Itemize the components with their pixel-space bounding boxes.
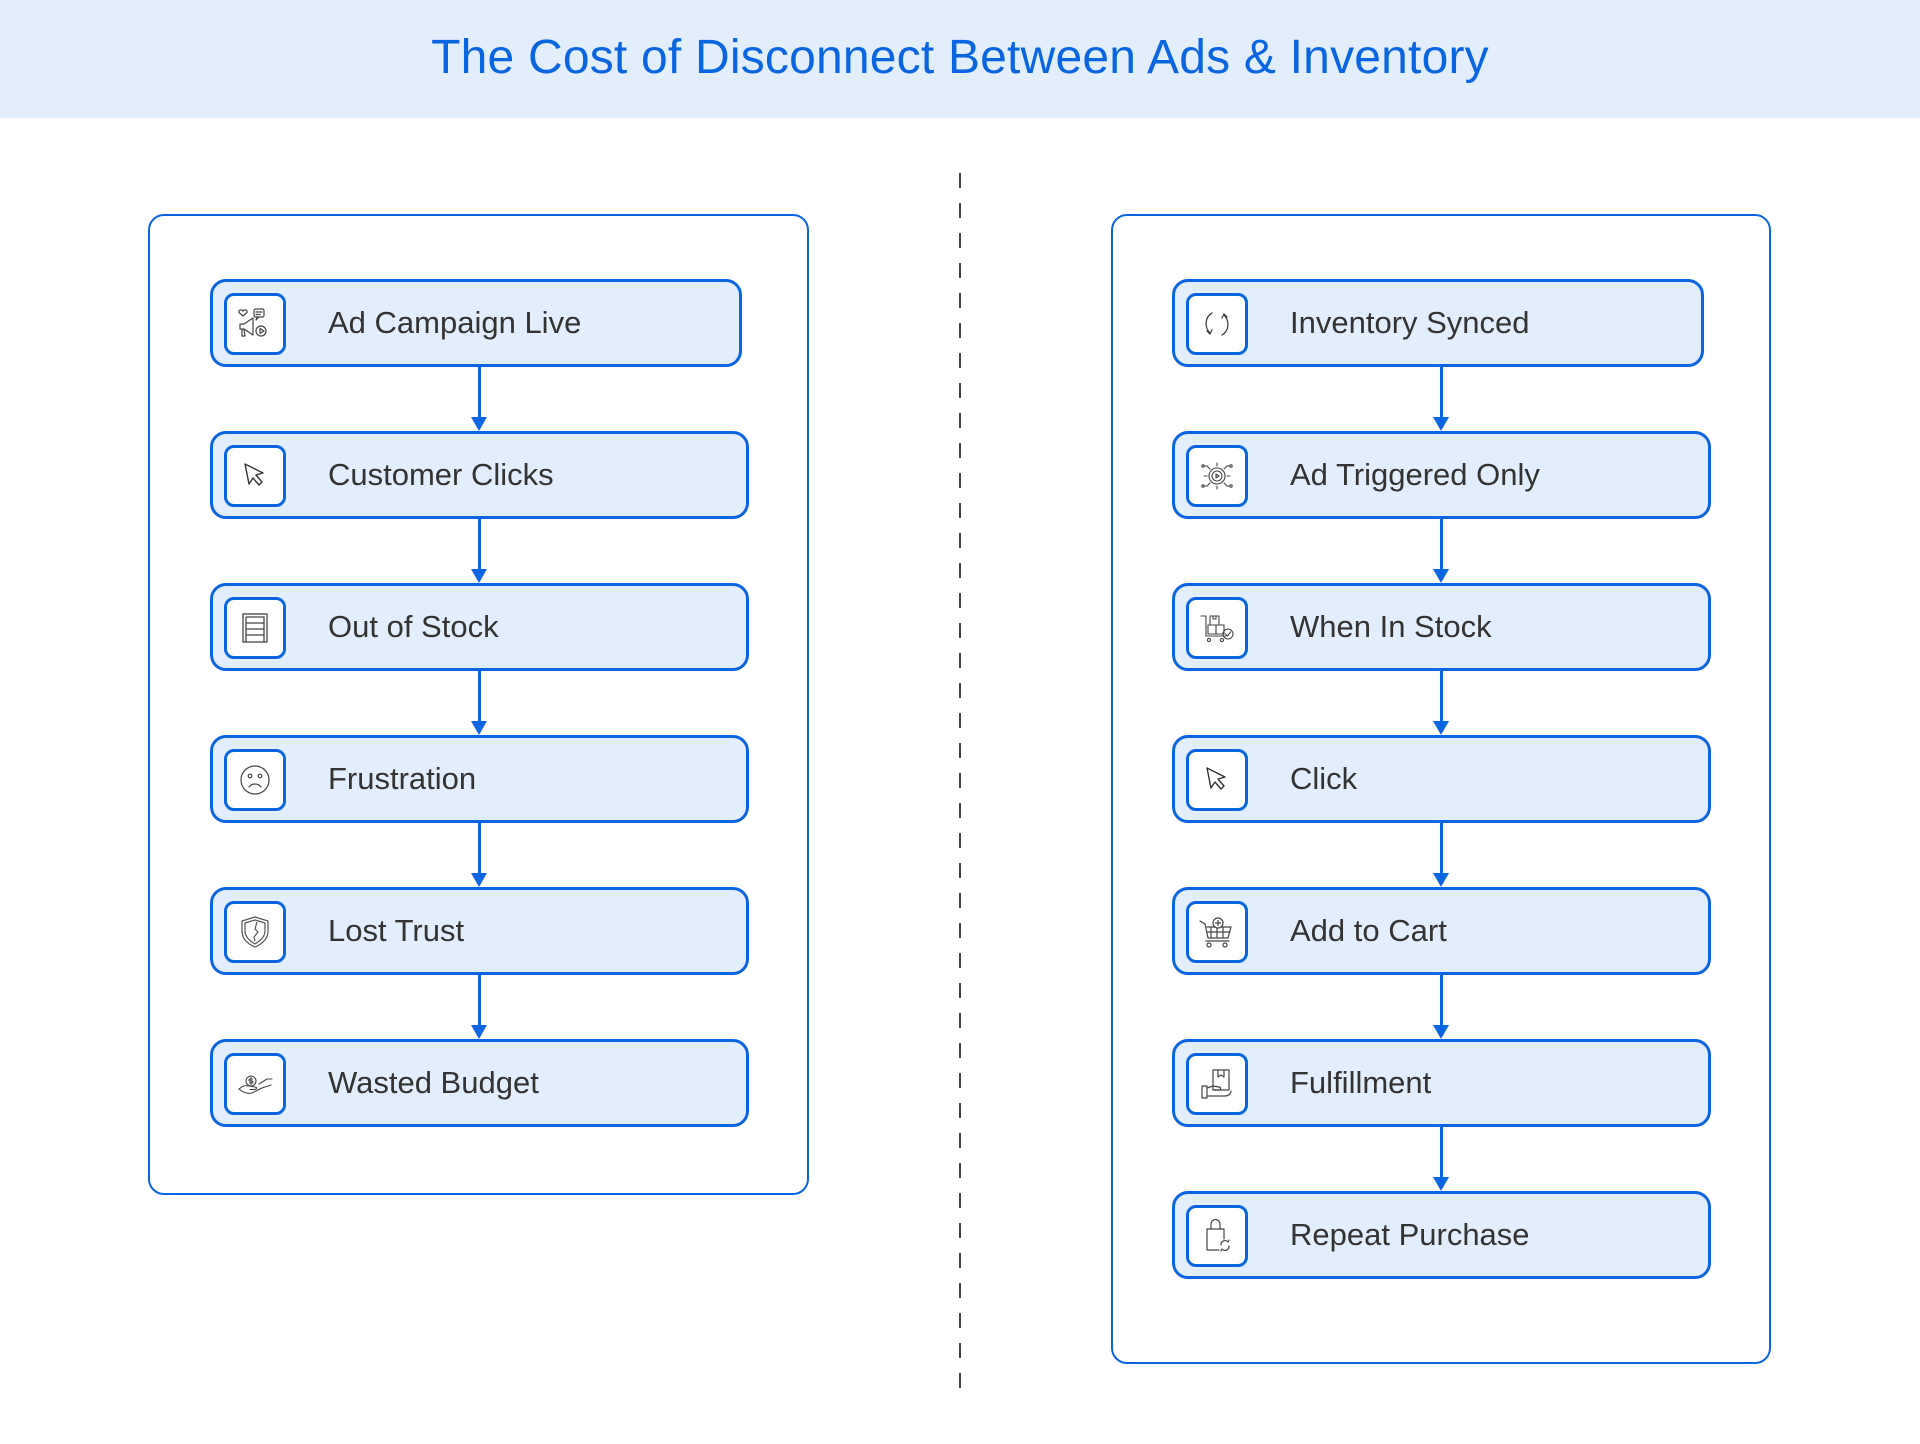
step-label: Inventory Synced	[1290, 305, 1530, 340]
megaphone-social-icon	[238, 308, 267, 337]
flow-arrow	[471, 671, 487, 735]
page-title: The Cost of Disconnect Between Ads & Inv…	[431, 31, 1489, 84]
cursor-icon	[1206, 767, 1226, 790]
left-step-frustration: Frustration	[210, 735, 749, 823]
left-step-out-of-stock: Out of Stock	[210, 583, 749, 671]
cursor-icon	[244, 463, 264, 486]
icon-box	[1186, 293, 1248, 355]
step-label: Add to Cart	[1290, 913, 1447, 948]
right-step-when-in-stock: When In Stock	[1172, 583, 1711, 671]
cart-add-icon	[1199, 917, 1232, 948]
header-banner: The Cost of Disconnect Between Ads & Inv…	[0, 0, 1920, 118]
step-label: Frustration	[328, 761, 477, 796]
left-step-wasted-budget: Wasted Budget	[210, 1039, 749, 1127]
right-step-fulfillment: Fulfillment	[1172, 1039, 1711, 1127]
flow-arrow	[1433, 1127, 1449, 1191]
step-label: Lost Trust	[328, 913, 465, 948]
step-label: Customer Clicks	[328, 457, 554, 492]
icon-box	[1186, 749, 1248, 811]
bag-refresh-icon	[1206, 1218, 1230, 1252]
flow-arrow	[1433, 975, 1449, 1039]
hand-money-icon	[238, 1075, 273, 1094]
icon-box	[224, 749, 286, 811]
flow-arrow	[1433, 671, 1449, 735]
icon-box	[224, 293, 286, 355]
step-label: Click	[1290, 761, 1358, 796]
right-step-add-to-cart: Add to Cart	[1172, 887, 1711, 975]
step-label: Out of Stock	[328, 609, 499, 644]
icon-box	[1186, 445, 1248, 507]
icon-box	[224, 445, 286, 507]
step-label: Ad Triggered Only	[1290, 457, 1540, 492]
flow-arrow	[1433, 823, 1449, 887]
icon-box	[224, 901, 286, 963]
icon-box	[1186, 597, 1248, 659]
right-step-ad-triggered-only: Ad Triggered Only	[1172, 431, 1711, 519]
icon-box	[224, 597, 286, 659]
icon-box	[224, 1053, 286, 1115]
sad-face-icon	[240, 765, 270, 795]
left-step-ad-campaign-live: Ad Campaign Live	[210, 279, 742, 367]
right-step-click: Click	[1172, 735, 1711, 823]
step-label: When In Stock	[1290, 609, 1492, 644]
flow-arrow	[471, 823, 487, 887]
gear-play-icon	[1201, 462, 1233, 490]
flow-arrow	[1433, 519, 1449, 583]
step-label: Fulfillment	[1290, 1065, 1432, 1100]
left-step-lost-trust: Lost Trust	[210, 887, 749, 975]
flow-arrow	[471, 367, 487, 431]
flow-arrow	[471, 519, 487, 583]
dashed-divider	[959, 173, 961, 1393]
left-step-customer-clicks: Customer Clicks	[210, 431, 749, 519]
empty-shelf-icon	[242, 613, 268, 643]
icon-box	[1186, 901, 1248, 963]
right-step-repeat-purchase: Repeat Purchase	[1172, 1191, 1711, 1279]
right-step-inventory-synced: Inventory Synced	[1172, 279, 1704, 367]
cart-boxes-check-icon	[1200, 615, 1234, 643]
flow-arrow	[1433, 367, 1449, 431]
flow-arrow	[471, 975, 487, 1039]
step-label: Wasted Budget	[328, 1065, 539, 1100]
step-label: Ad Campaign Live	[328, 305, 582, 340]
broken-shield-icon	[241, 916, 269, 948]
icon-box	[1186, 1053, 1248, 1115]
sync-icon	[1205, 312, 1229, 336]
step-label: Repeat Purchase	[1290, 1217, 1530, 1252]
hand-package-icon	[1201, 1069, 1232, 1099]
icon-box	[1186, 1205, 1248, 1267]
